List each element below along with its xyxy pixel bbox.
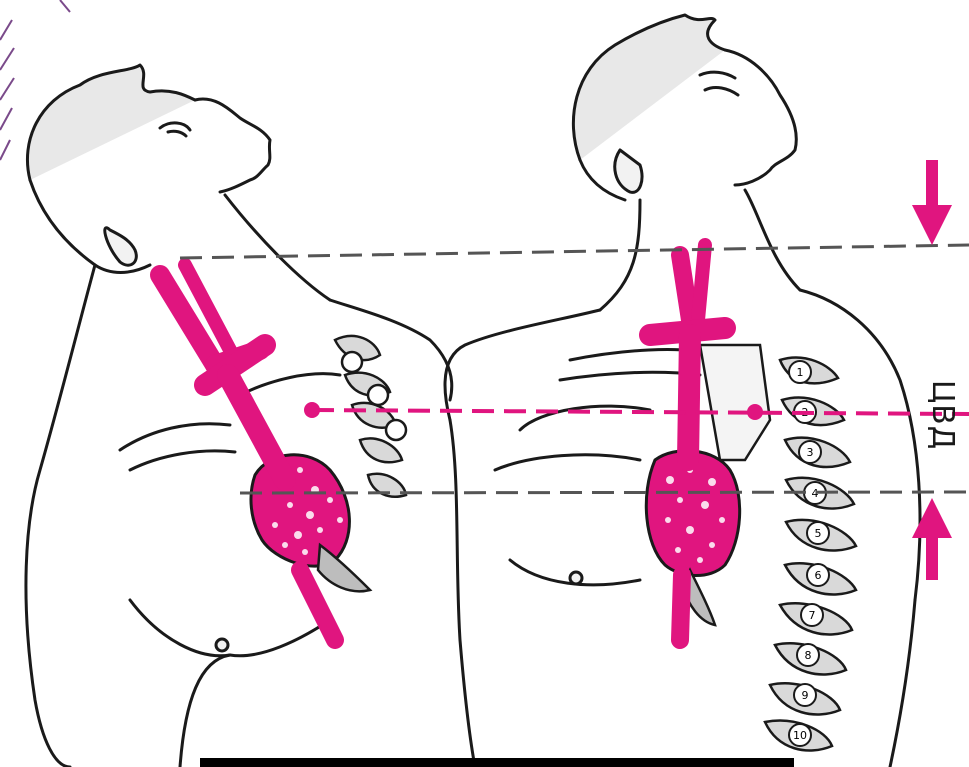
left-cvp-point [304, 402, 320, 418]
cvp-label: ЦВД [922, 370, 962, 460]
rib-marker-3: 3 [799, 441, 821, 463]
rib-number: 10 [793, 729, 807, 742]
rib-marker-10: 10 [789, 724, 811, 746]
rib-number: 1 [797, 366, 804, 379]
right-cvp-point [747, 404, 763, 420]
rib-number: 6 [815, 569, 822, 582]
bottom-bar [200, 758, 794, 767]
rib-marker-8: 8 [797, 644, 819, 666]
rib-marker-9: 9 [794, 684, 816, 706]
rib-number: 3 [807, 446, 814, 459]
rib-marker-5: 5 [807, 522, 829, 544]
lower-reference-line [240, 492, 969, 493]
rib-marker-6: 6 [807, 564, 829, 586]
rib-number: 7 [809, 609, 816, 622]
rib-number: 8 [805, 649, 812, 662]
rib-number: 5 [815, 527, 822, 540]
rib-marker-7: 7 [801, 604, 823, 626]
rib-marker-1: 1 [789, 361, 811, 383]
rib-number: 9 [802, 689, 809, 702]
